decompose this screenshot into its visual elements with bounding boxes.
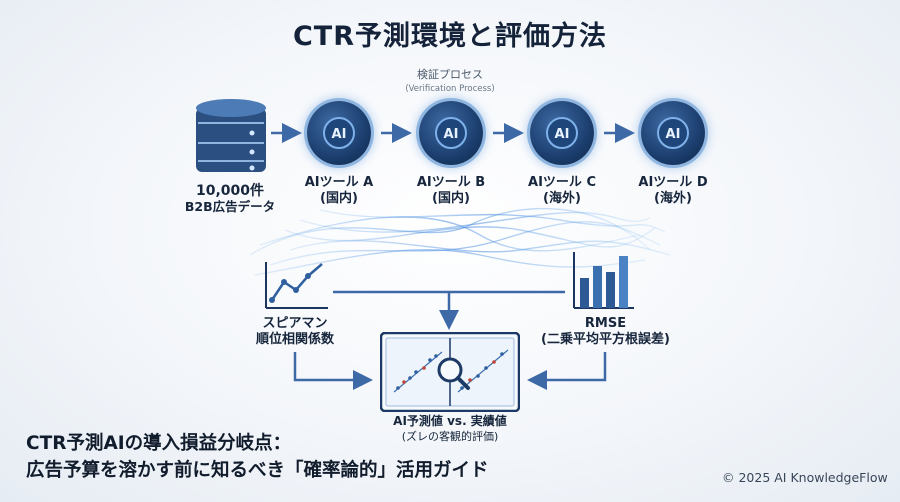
ai-tool-origin: (国内): [320, 191, 358, 206]
scatter-left: [393, 351, 443, 393]
bar-chart-icon: [573, 252, 634, 309]
ai-tool-c-icon: AI: [530, 101, 594, 165]
process-label-en: (Verification Process): [405, 84, 495, 94]
page-title: CTR予測環境と評価方法: [292, 21, 608, 52]
ai-tool-origin: (国内): [432, 191, 470, 206]
ai-tool-c-label: AIツール C (海外): [512, 175, 612, 207]
arrow-spearman-to-result: [293, 352, 373, 390]
ai-tool-a-label: AIツール A (国内): [289, 175, 389, 207]
rmse-line1: RMSE: [584, 316, 627, 331]
spearman-label: スピアマン 順位相関係数: [235, 316, 355, 348]
data-stream-waves: [249, 207, 671, 276]
dataset-label: 10,000件 B2B広告データ: [160, 183, 300, 215]
ai-tool-name: AIツール B: [416, 175, 486, 190]
result-line2: (ズレの客観的評価): [401, 430, 499, 443]
footer-headline-line1: CTR予測AIの導入損益分岐点：: [26, 433, 292, 454]
ai-badge: AI: [657, 117, 689, 149]
magnifier-icon: [437, 357, 470, 390]
ai-tool-name: AIツール D: [638, 175, 708, 190]
rmse-line2: (二乗平均平方根誤差): [541, 332, 670, 347]
ai-tool-d-icon: AI: [641, 101, 705, 165]
ai-tool-d-label: AIツール D (海外): [623, 175, 723, 207]
ai-tool-b-label: AIツール B (国内): [401, 175, 501, 207]
spearman-line1: スピアマン: [262, 316, 328, 331]
arrow-rmse-to-result: [527, 352, 607, 390]
merge-arrows: [293, 290, 607, 390]
copyright: © 2025 AI KnowledgeFlow: [722, 470, 888, 485]
ai-tool-b-icon: AI: [419, 101, 483, 165]
comparison-panel: [380, 332, 520, 412]
ai-tool-name: AIツール A: [304, 175, 374, 190]
ai-badge: AI: [546, 117, 578, 149]
footer-headline: CTR予測AIの導入損益分岐点： 広告予算を溶かす前に知るべき「確率論的」活用ガ…: [26, 430, 489, 484]
spearman-line2: 順位相関係数: [255, 332, 334, 347]
ai-tool-a-icon: AI: [307, 101, 371, 165]
footer-headline-line2: 広告予算を溶かす前に知るべき「確率論的」活用ガイド: [26, 460, 489, 481]
ai-tool-name: AIツール C: [528, 175, 596, 190]
result-line1: AI予測値 vs. 実績値: [393, 414, 507, 428]
database-icon: [196, 99, 266, 172]
line-chart-icon: [265, 262, 328, 309]
dataset-count: 10,000件: [195, 183, 265, 199]
ai-badge: AI: [323, 117, 355, 149]
ai-tool-origin: (海外): [543, 191, 581, 206]
process-label-ja: 検証プロセス: [417, 68, 483, 81]
result-label: AI予測値 vs. 実績値 (ズレの客観的評価): [360, 414, 540, 444]
dataset-description: B2B広告データ: [184, 199, 276, 214]
ai-tool-origin: (海外): [654, 191, 692, 206]
process-label: 検証プロセス (Verification Process): [0, 68, 900, 96]
ai-badge: AI: [435, 117, 467, 149]
rmse-label: RMSE (二乗平均平方根誤差): [528, 316, 683, 348]
